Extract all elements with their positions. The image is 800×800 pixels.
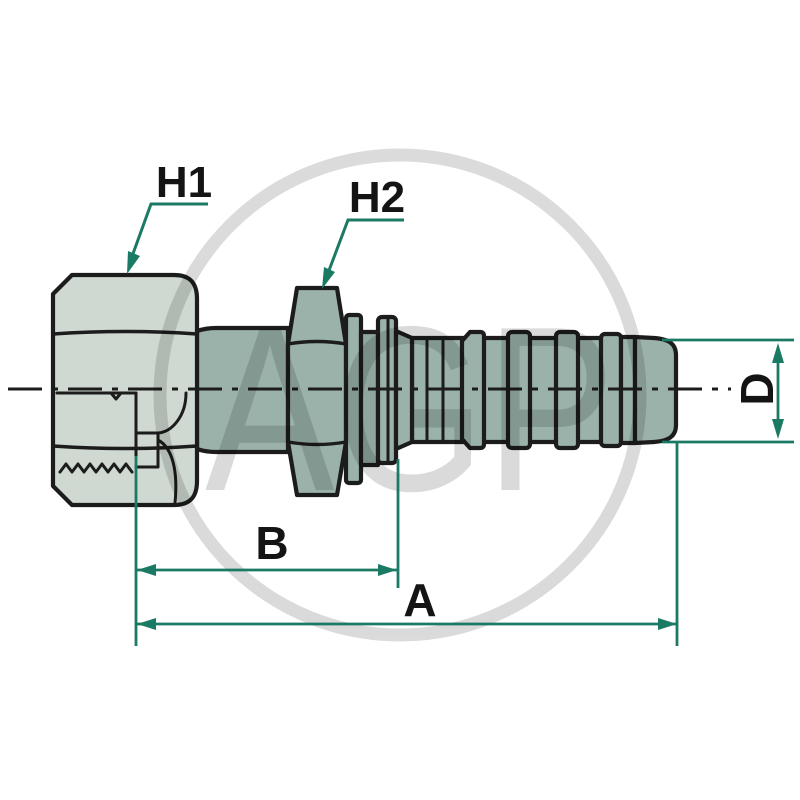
nut-seat-curve — [156, 438, 178, 505]
arrowhead-b-right — [378, 564, 397, 576]
label-h2: H2 — [349, 173, 405, 222]
arrowhead-d-up — [772, 343, 784, 363]
nut-seat-step — [134, 391, 160, 469]
nut-thread-zigzag — [58, 462, 134, 474]
nut-bore-corner-curve — [156, 391, 188, 435]
watermark-circle — [153, 148, 647, 642]
hex-facet-line-top — [286, 339, 348, 346]
nut-facet-line-bottom — [51, 444, 199, 451]
watermark: AGP — [153, 148, 647, 642]
leader-line-h2 — [323, 218, 404, 282]
leader-line-h1 — [128, 202, 208, 263]
arrowhead-a-left — [137, 618, 156, 630]
fitting-body — [8, 272, 731, 508]
label-a: A — [403, 574, 436, 626]
arrowhead-d-down — [772, 419, 784, 439]
watermark-text: AGP — [205, 277, 615, 540]
barb-shoulder — [393, 328, 415, 452]
leader-arrowhead-h1 — [127, 251, 140, 274]
label-h1: H1 — [156, 158, 212, 207]
nut-facet-line-top — [51, 329, 199, 336]
nut-bore-notch — [109, 391, 123, 401]
arrowhead-a-right — [658, 618, 677, 630]
dimension-labels: H1 H2 B A D — [156, 158, 783, 626]
label-b: B — [255, 517, 288, 569]
dimensions — [127, 202, 794, 646]
arrowhead-b-left — [137, 564, 156, 576]
hex-facet-line-bottom — [286, 440, 348, 447]
leader-arrowhead-h2 — [322, 267, 335, 289]
label-d: D — [731, 372, 783, 405]
